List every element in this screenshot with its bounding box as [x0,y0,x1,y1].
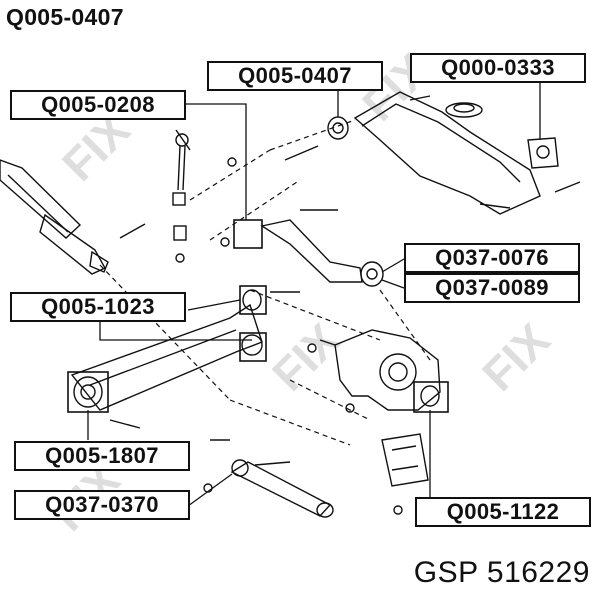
part-label-q005-0208[interactable]: Q005-0208 [10,90,186,120]
part-label-q037-0089[interactable]: Q037-0089 [404,273,580,303]
page-title: Q005-0407 [6,4,124,30]
knuckle [334,329,441,411]
lower-control-arm [70,289,263,411]
upper-arm [327,91,559,215]
part-label-q005-1807[interactable]: Q005-1807 [14,441,190,471]
part-label-q037-0370[interactable]: Q037-0370 [14,490,190,520]
shock-absorber [0,159,109,275]
part-label-q000-0333[interactable]: Q000-0333 [410,53,586,83]
reference-number: GSP 516229 [413,556,590,589]
toe-link [260,219,384,287]
part-label-q037-0076[interactable]: Q037-0076 [404,243,580,273]
part-label-q005-0407[interactable]: Q005-0407 [207,61,383,91]
part-label-q005-1122[interactable]: Q005-1122 [415,497,591,527]
trailing-link [230,459,334,518]
stabilizer-link [119,129,191,263]
lower-bracket [381,433,429,487]
part-label-q005-1023[interactable]: Q005-1023 [10,292,186,322]
